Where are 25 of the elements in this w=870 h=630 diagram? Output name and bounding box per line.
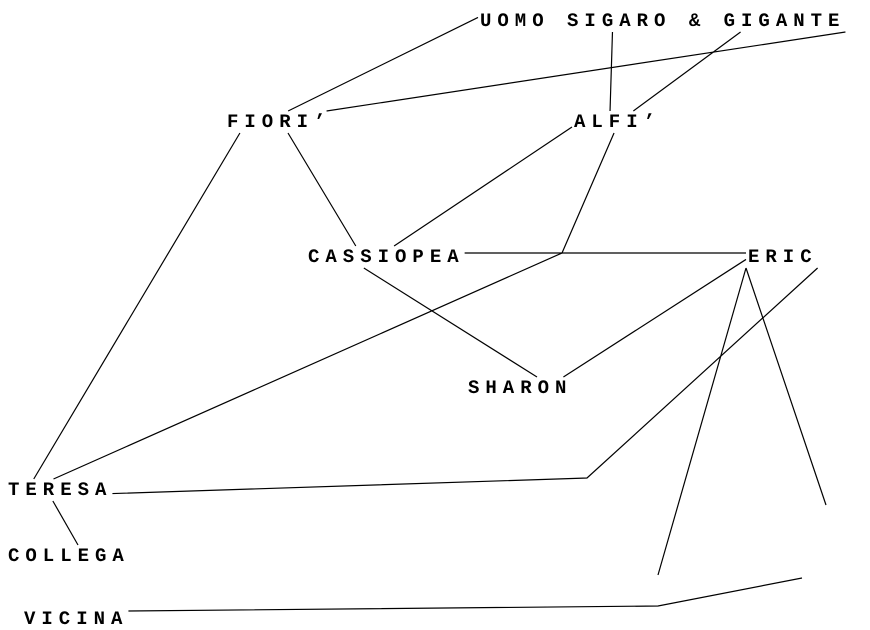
connector-line — [364, 268, 538, 378]
person-name: SHARON — [466, 377, 572, 399]
connector-line — [394, 126, 572, 246]
person-name: UOMO SIGARO & GIGANTE — [478, 10, 846, 32]
connector-line — [563, 258, 746, 378]
connector-line — [609, 32, 614, 112]
connector-line — [112, 268, 818, 494]
connector-line — [288, 16, 478, 112]
person-name: ERIC — [746, 246, 818, 268]
person-name: VICINA — [22, 608, 128, 630]
person-name: COLLEGA — [6, 545, 130, 567]
open-line — [657, 268, 747, 576]
connector-line — [52, 500, 79, 546]
person-name: CASSIOPEA — [306, 246, 465, 268]
person-name: TERESA — [6, 479, 112, 501]
connector-line — [53, 132, 615, 480]
connector-line — [633, 32, 741, 112]
connector-line — [464, 252, 746, 254]
person-name: FIORI’ — [225, 111, 332, 133]
connector-line — [326, 31, 846, 112]
connector-line — [287, 132, 356, 246]
connector-line — [33, 132, 240, 480]
person-name: ALFI’ — [572, 111, 662, 133]
open-line — [128, 577, 802, 612]
open-line — [745, 268, 827, 506]
